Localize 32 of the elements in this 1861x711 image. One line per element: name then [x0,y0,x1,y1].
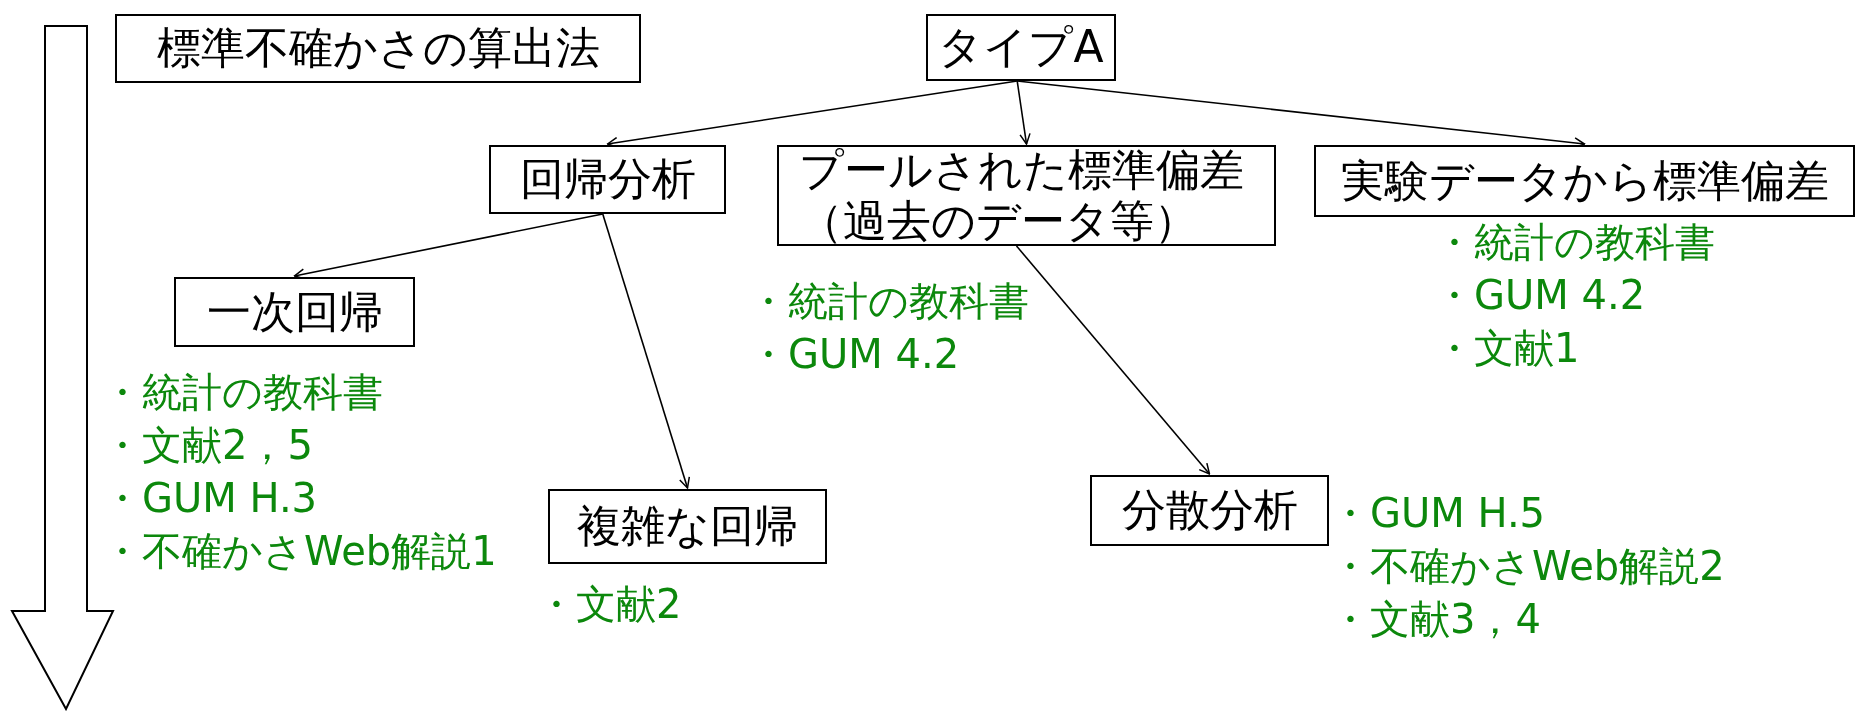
box-label: 回帰分析 [519,154,696,205]
process-box [548,489,827,564]
process-box [1090,475,1329,546]
box-label: 標準不確かさの算出法 [156,23,600,74]
box-label: 一次回帰 [206,286,383,338]
box-label: 複雑な回帰 [577,501,798,552]
reference-item: ・GUM 4.2 [1434,271,1646,320]
process-box [926,14,1116,81]
reference-item: ・文献2 [536,580,682,629]
reference-item: ・統計の教科書 [102,368,383,417]
box-label: 分散分析 [1121,485,1298,536]
box-label: 実験データから標準偏差 [1340,155,1829,207]
arrow [293,213,604,280]
arrow [1015,245,1211,475]
box-label: プールされた標準偏差（過去のデータ等） [799,144,1245,247]
reference-item: ・不確かさWeb解説1 [102,527,497,576]
reference-item: ・統計の教科書 [1434,218,1715,267]
process-box [115,14,641,83]
process-box [174,277,415,347]
arrow [601,213,691,489]
reference-item: ・文献1 [1434,324,1580,373]
reference-item: ・統計の教科書 [748,277,1029,326]
reference-item: ・GUM H.5 [1330,489,1546,538]
reference-item: ・GUM H.3 [102,474,318,523]
process-box [1314,145,1855,217]
box-label: タイプA [938,22,1104,73]
reference-item: ・文献3，4 [1330,595,1541,644]
reference-item: ・不確かさWeb解説2 [1330,542,1725,591]
reference-item: ・GUM 4.2 [748,330,960,379]
reference-item: ・文献2，5 [102,421,313,470]
process-box [489,145,726,214]
arrow [1016,80,1031,145]
